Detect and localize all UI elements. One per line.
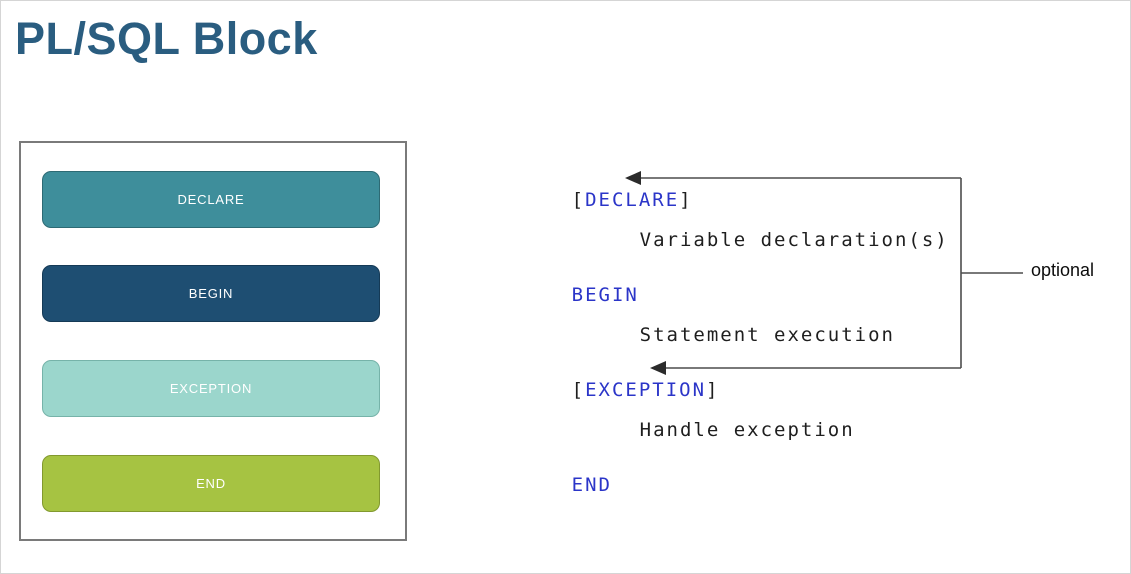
exception-body-text: Handle exception xyxy=(639,419,855,441)
begin-body-text: Statement execution xyxy=(639,324,895,346)
declare-open-bracket: [ xyxy=(571,189,586,211)
begin-keyword: BEGIN xyxy=(571,284,639,306)
flow-block-exception-label: EXCEPTION xyxy=(169,381,253,396)
end-keyword: END xyxy=(571,474,612,496)
declare-keyword: DECLARE xyxy=(585,189,680,211)
flow-block-exception: EXCEPTION xyxy=(42,360,380,417)
code-line-begin: BEGIN xyxy=(491,262,639,328)
flow-block-begin: BEGIN xyxy=(42,265,380,322)
block-panel: DECLARE BEGIN EXCEPTION END xyxy=(19,141,407,541)
exception-open-bracket: [ xyxy=(571,379,586,401)
code-line-end: END xyxy=(491,452,612,518)
declare-close-bracket: ] xyxy=(679,189,693,211)
exception-close-bracket: ] xyxy=(706,379,720,401)
code-line-declare-body: Variable declaration(s) xyxy=(559,207,949,273)
code-line-exception: [EXCEPTION] xyxy=(491,357,720,423)
code-line-exception-body: Handle exception xyxy=(559,397,855,463)
code-line-begin-body: Statement execution xyxy=(559,302,895,368)
code-line-declare: [DECLARE] xyxy=(491,167,693,233)
flow-block-declare-label: DECLARE xyxy=(177,192,245,207)
declare-body-text: Variable declaration(s) xyxy=(639,229,949,251)
flow-block-declare: DECLARE xyxy=(42,171,380,228)
flow-block-begin-label: BEGIN xyxy=(188,286,234,301)
page-title: PL/SQL Block xyxy=(15,13,318,64)
exception-keyword: EXCEPTION xyxy=(585,379,707,401)
optional-label: optional xyxy=(1031,260,1095,280)
flow-block-end-label: END xyxy=(196,476,226,491)
flow-block-end: END xyxy=(42,455,380,512)
